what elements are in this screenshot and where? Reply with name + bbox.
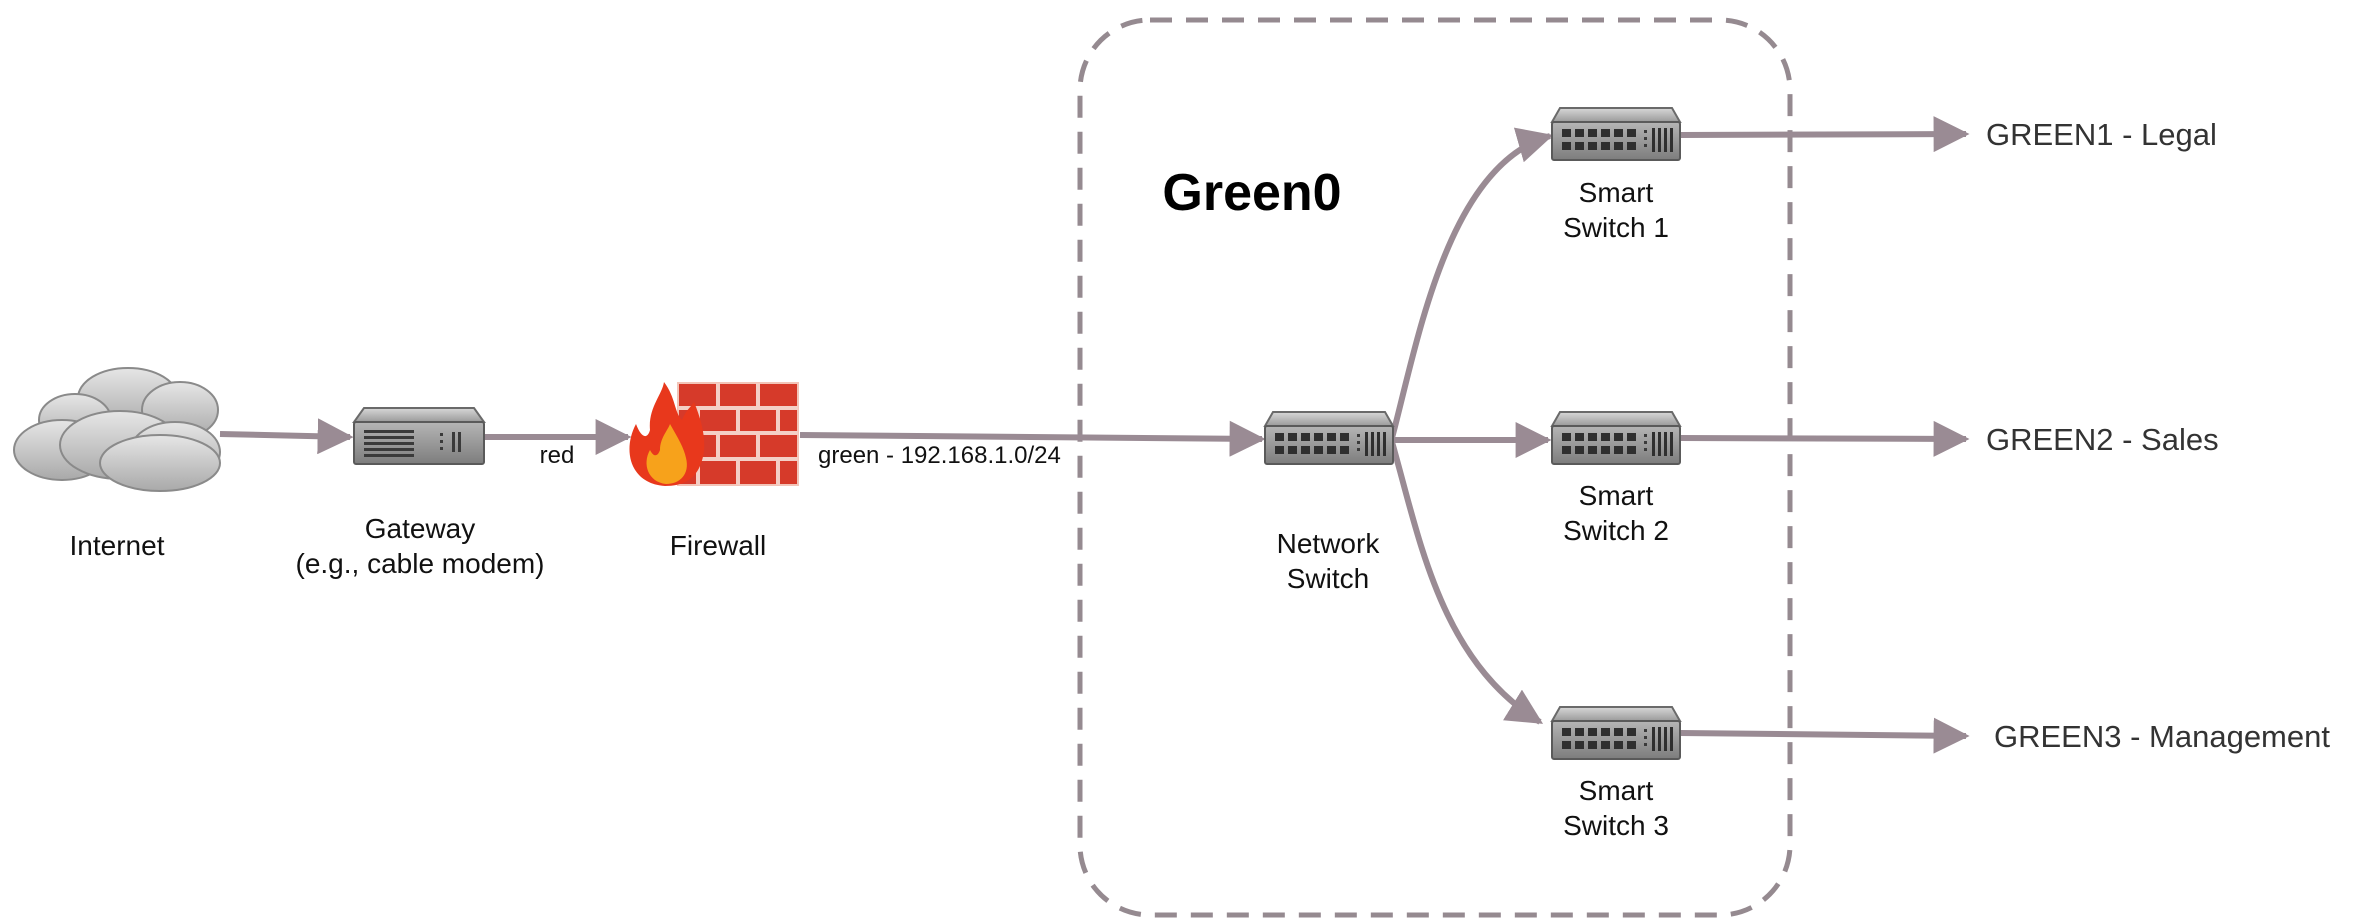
switch-icon	[1264, 411, 1394, 465]
group-title: Green0	[1162, 164, 1341, 222]
smart-switch-1-node: Smart Switch 1	[1551, 107, 1681, 243]
edge-label-green: green - 192.168.1.0/24	[818, 442, 1061, 469]
smart-switch-3-node: Smart Switch 3	[1551, 706, 1681, 841]
smart-switch-2-label-line2: Switch 2	[1563, 515, 1669, 546]
smart-switch-2-node: Smart Switch 2	[1551, 411, 1681, 546]
internet-label: Internet	[70, 530, 165, 561]
internet-node: Internet	[13, 367, 221, 561]
edge-firewall-switch	[799, 420, 1266, 457]
gateway-node: Gateway (e.g., cable modem)	[296, 407, 545, 579]
cloud-icon	[13, 367, 221, 492]
green0-group-border	[1077, 17, 1793, 918]
firewall-node: Firewall	[629, 382, 799, 561]
edge-smart3-green3	[1679, 717, 1970, 754]
switch-icon	[1551, 411, 1681, 465]
smart-switch-3-label-line2: Switch 3	[1563, 810, 1669, 841]
smart-switch-1-label-line1: Smart	[1579, 177, 1654, 208]
switch-icon	[1551, 706, 1681, 760]
edge-smart1-green1	[1679, 116, 1970, 153]
edge-internet-gateway	[219, 418, 354, 455]
edge-label-red: red	[540, 442, 575, 469]
smart-switch-1-label-line2: Switch 1	[1563, 212, 1669, 243]
smart-switch-2-label-line1: Smart	[1579, 480, 1654, 511]
network-switch-node: Network Switch	[1264, 411, 1394, 594]
gateway-label-line1: Gateway	[365, 513, 476, 544]
gateway-label-line2: (e.g., cable modem)	[296, 548, 545, 579]
edge-smart2-green2	[1679, 420, 1970, 457]
destination-green1: GREEN1 - Legal	[1986, 117, 2217, 152]
edge-switch-smart1	[1389, 127, 1554, 439]
smart-switch-3-label-line1: Smart	[1579, 775, 1654, 806]
network-switch-label-line2: Switch	[1287, 563, 1369, 594]
edge-switch-smart3	[1389, 441, 1544, 725]
firewall-label: Firewall	[670, 530, 766, 561]
edges	[219, 116, 1970, 754]
network-switch-label-line1: Network	[1277, 528, 1381, 559]
destination-green3: GREEN3 - Management	[1994, 719, 2330, 754]
firewall-icon	[629, 382, 799, 486]
destination-green2: GREEN2 - Sales	[1986, 422, 2219, 457]
switch-icon	[1551, 107, 1681, 161]
gateway-icon	[353, 407, 485, 465]
